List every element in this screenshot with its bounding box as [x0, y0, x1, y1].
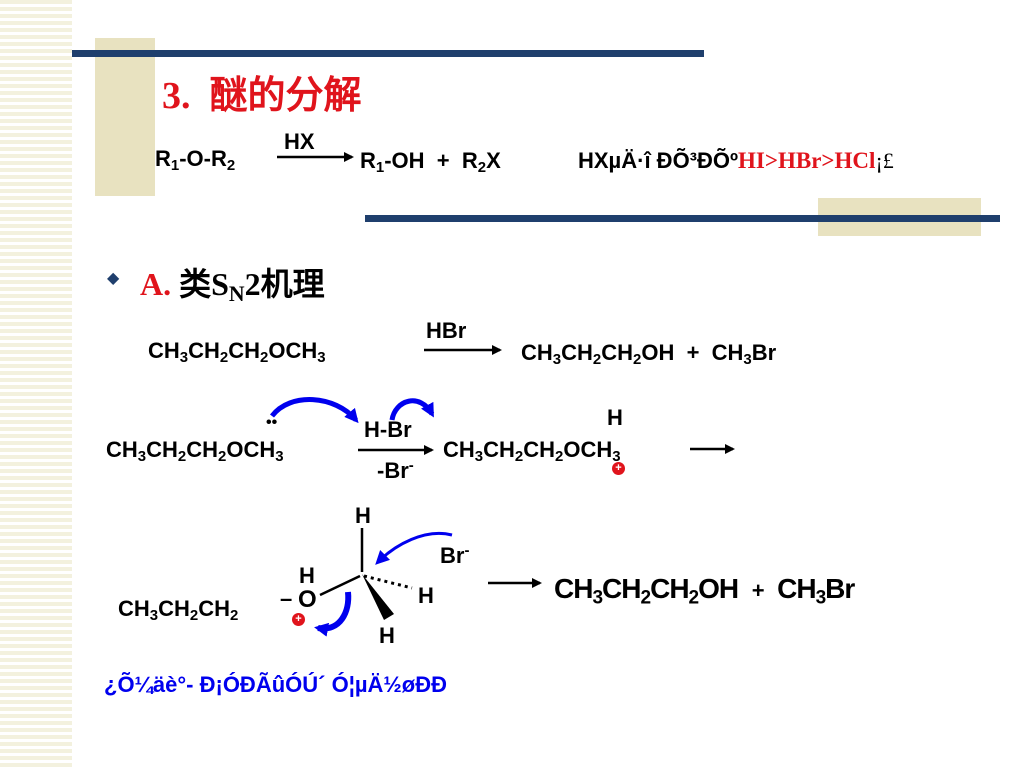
general-products: R1-OH + R2X [360, 148, 501, 177]
reaction1-products: CH3CH2CH2OH + CH3Br [521, 340, 777, 369]
reaction1-reagent: HBr [426, 318, 467, 343]
bottom-divider-bar [365, 215, 1000, 222]
general-reactant: R1-O-R2 [155, 146, 236, 175]
title-number: 3. [162, 75, 191, 117]
ts-wedge-bond [362, 574, 394, 620]
section-suffix: 机理 [260, 266, 325, 302]
reaction1-plus: + [686, 340, 700, 365]
section-letter: A. [140, 266, 172, 302]
ts-h-bottom: H [379, 623, 395, 648]
step1-reactant: CH3CH2CH2OCH3 [106, 437, 284, 466]
ts-h-top: H [355, 503, 371, 528]
sn-symbol: S [211, 266, 229, 302]
positive-charge-icon: + [612, 462, 625, 475]
curved-arrow-bond-break-icon [314, 591, 352, 637]
step1-reagent-bottom: -Br- [377, 456, 414, 483]
note-end: ¡£ [875, 148, 894, 173]
step1-reagent-top: H-Br [364, 417, 412, 442]
ts-bond: – [280, 586, 293, 611]
footer-note: ¿Õ¼äè°- Ð¡ÓÐÃûÓÚ´ Ó¦µÄ½øÐÐ [104, 672, 447, 697]
step2-plus: + [751, 578, 765, 603]
step2-products: CH3CH2CH2OH + CH3Br [554, 573, 855, 609]
ts-dash-bond [363, 574, 413, 590]
ts-oxygen-h: H [299, 563, 315, 588]
top-divider-bar [72, 50, 704, 57]
striped-side-border [0, 0, 72, 768]
section-a-heading: A. 类SN2机理 [140, 259, 325, 305]
section-label: 类 [179, 266, 212, 302]
sn-number: 2 [244, 266, 261, 302]
ts-chain: CH3CH2CH2 [118, 596, 239, 625]
ts-bromide: Br- [440, 541, 470, 568]
slide-title: 3. 醚的分解 [162, 64, 362, 119]
reactivity-order: HI>HBr>HCl [738, 148, 876, 173]
ts-oxygen: O [298, 586, 317, 613]
curved-arrow-lone-pair-icon [270, 397, 359, 424]
general-reagent: HX [284, 129, 315, 154]
note-garbled: HXµÄ·î ÐÕ³ÐÕº [578, 148, 739, 173]
step1-product: CH3CH2CH2OCH3 [443, 437, 621, 466]
curved-arrow-hbr-icon [389, 398, 435, 421]
reaction1-reactant: CH3CH2CH2OCH3 [148, 338, 326, 367]
ts-bond-to-oxygen [319, 574, 361, 597]
lone-pair-dots: •• [266, 414, 278, 431]
sn-subscript: N [228, 282, 245, 307]
tan-block-top [95, 38, 155, 196]
curved-arrow-bromide-attack-icon [375, 531, 453, 565]
title-text: 醚的分解 [209, 75, 362, 117]
general-note: HXµÄ·î ÐÕ³ÐÕºHI>HBr>HCl¡£ [578, 148, 894, 174]
ts-positive-charge-icon: + [292, 613, 305, 626]
ts-h-right: H [418, 583, 434, 608]
bullet-diamond-icon: ◆ [107, 270, 120, 287]
step1-product-h: H [607, 405, 623, 430]
